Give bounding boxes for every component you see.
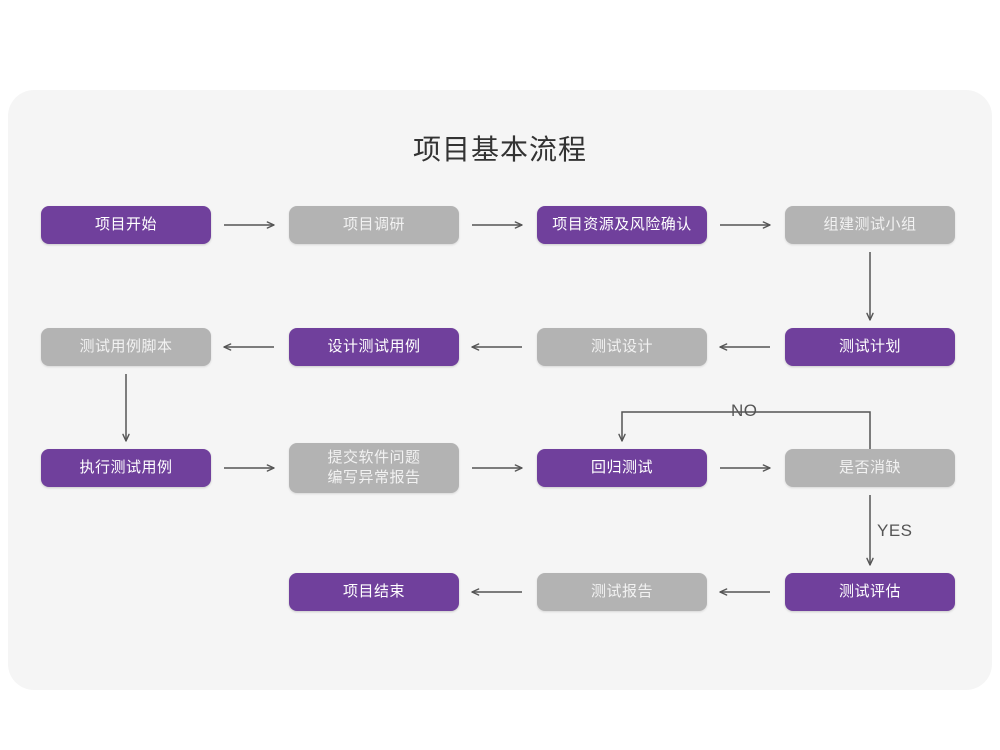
flow-node-n14[interactable]: 测试报告: [537, 573, 707, 611]
flow-node-n3[interactable]: 项目资源及风险确认: [537, 206, 707, 244]
flow-node-n7[interactable]: 设计测试用例: [289, 328, 459, 366]
page-title: 项目基本流程: [412, 134, 587, 165]
flow-node-n1[interactable]: 项目开始: [41, 206, 211, 244]
flow-node-n9[interactable]: 执行测试用例: [41, 449, 211, 487]
flow-node-n10[interactable]: 提交软件问题 编写异常报告: [289, 443, 459, 493]
flow-node-n12[interactable]: 是否消缺: [785, 449, 955, 487]
edge-label-no: NO: [731, 401, 758, 420]
flow-node-n15[interactable]: 项目结束: [289, 573, 459, 611]
flow-node-n4[interactable]: 组建测试小组: [785, 206, 955, 244]
edge-label-yes: YES: [877, 521, 913, 540]
flow-node-n6[interactable]: 测试设计: [537, 328, 707, 366]
flow-node-n2[interactable]: 项目调研: [289, 206, 459, 244]
flow-node-n5[interactable]: 测试计划: [785, 328, 955, 366]
flow-node-n11[interactable]: 回归测试: [537, 449, 707, 487]
flow-node-n8[interactable]: 测试用例脚本: [41, 328, 211, 366]
flow-node-n13[interactable]: 测试评估: [785, 573, 955, 611]
